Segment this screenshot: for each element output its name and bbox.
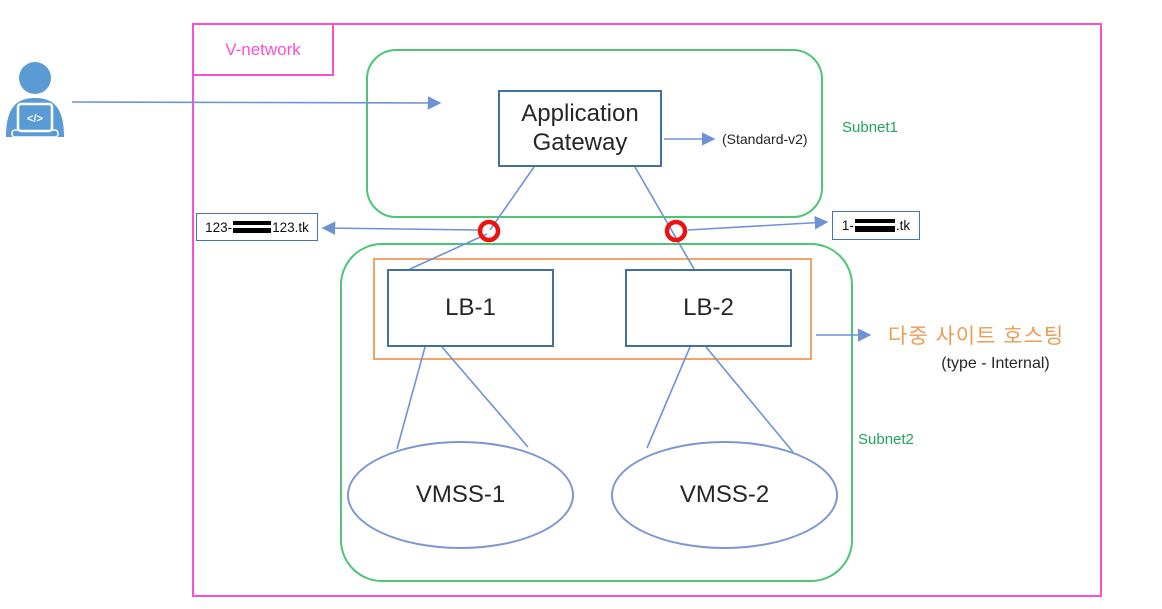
user-head-icon bbox=[19, 62, 51, 94]
lb2-label: LB-2 bbox=[683, 294, 734, 321]
vnetwork-label: V-network bbox=[192, 23, 334, 76]
subnet1-boundary bbox=[366, 49, 823, 218]
lb2-node: LB-2 bbox=[625, 269, 792, 347]
subnet2-boundary bbox=[340, 243, 853, 582]
lb1-node: LB-1 bbox=[387, 269, 554, 347]
vnetwork-boundary bbox=[192, 23, 1102, 597]
vmss2-node: VMSS-2 bbox=[611, 441, 838, 549]
dns-label-left: 123- 123.tk bbox=[196, 213, 318, 241]
application-gateway-label: Application Gateway bbox=[521, 99, 639, 156]
subnet1-label: Subnet1 bbox=[842, 119, 898, 136]
laptop-screen-icon bbox=[16, 102, 54, 133]
redacted-text-bar bbox=[233, 221, 272, 233]
multisite-hosting-group bbox=[373, 258, 812, 360]
hosting-type-label: (type - Internal) bbox=[941, 355, 1050, 372]
code-glyph: </> bbox=[27, 113, 43, 125]
developer-user-icon: </> bbox=[6, 62, 64, 138]
vmss2-label: VMSS-2 bbox=[679, 481, 770, 508]
vmss1-label: VMSS-1 bbox=[415, 481, 506, 508]
vmss1-node: VMSS-1 bbox=[347, 441, 574, 549]
application-gateway-node: Application Gateway bbox=[498, 90, 662, 167]
multisite-hosting-label: 다중 사이트 호스팅 bbox=[888, 325, 1065, 348]
lb1-label: LB-1 bbox=[445, 294, 496, 321]
vnetwork-label-text: V-network bbox=[225, 39, 301, 59]
dns-left-suffix: 123.tk bbox=[272, 219, 309, 235]
standard-v2-label: (Standard-v2) bbox=[722, 131, 808, 147]
subnet2-label: Subnet2 bbox=[858, 431, 914, 448]
dns-right-suffix: .tk bbox=[895, 218, 911, 233]
dns-left-prefix: 123- bbox=[205, 219, 233, 235]
dns-label-right: 1- .tk bbox=[832, 211, 920, 240]
redacted-text-bar bbox=[854, 219, 895, 232]
dns-right-prefix: 1- bbox=[841, 218, 854, 233]
